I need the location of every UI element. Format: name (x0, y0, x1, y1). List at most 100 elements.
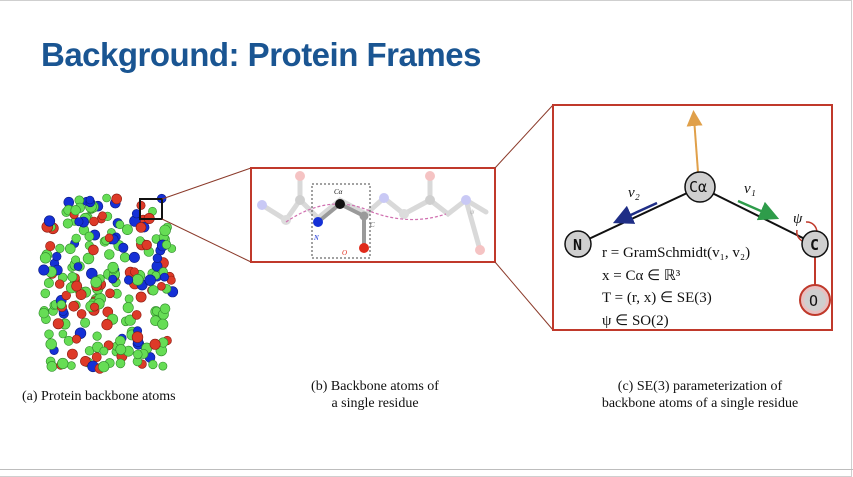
atom-sphere (61, 290, 72, 301)
v1-arrow (737, 199, 780, 221)
atom-sphere (58, 329, 68, 339)
carbonyl-carbon-atom (359, 211, 369, 221)
b-label-psi: ψ (470, 208, 475, 216)
atom-sphere (131, 331, 144, 343)
atom-sphere (88, 244, 99, 256)
atom-sphere (71, 280, 83, 292)
equation-x: x = Cα ∈ ℝ³ (602, 268, 681, 284)
atom-sphere (54, 279, 65, 289)
atom-sphere (43, 215, 56, 227)
atom-sphere (92, 331, 102, 341)
atom-sphere (72, 334, 82, 344)
atom-sphere (75, 289, 87, 300)
atom-sphere (74, 217, 84, 227)
protein-backbone-atoms (38, 193, 179, 374)
atom-sphere (62, 218, 73, 229)
v2-arrow (612, 201, 658, 224)
b-label-n: N (313, 234, 319, 242)
v1-label: v₁ (744, 181, 756, 197)
atom-sphere (91, 352, 102, 362)
atom-sphere (107, 261, 119, 273)
caption-c-line1: (c) SE(3) parameterization of (617, 379, 783, 394)
atom-sphere (161, 240, 172, 250)
atom-sphere (90, 302, 99, 312)
atom-sphere (119, 252, 130, 263)
atom-sphere (158, 361, 168, 371)
atom-sphere (101, 319, 113, 331)
atom-sphere (135, 236, 145, 245)
atom-sphere (68, 300, 79, 312)
atom-sphere (133, 349, 143, 360)
atom-sphere (67, 271, 78, 282)
c-node (801, 230, 829, 258)
b-label-c: C (370, 221, 375, 229)
atom-sphere (141, 239, 152, 251)
zoom-line-ab-top (161, 167, 252, 200)
atom-sphere (98, 361, 110, 373)
atom-sphere (152, 253, 163, 263)
atom-sphere (70, 205, 81, 216)
atom-sphere (144, 274, 156, 286)
atom-sphere (135, 222, 147, 233)
atom-sphere (159, 224, 171, 237)
equation-t: T = (r, x) ∈ SE(3) (602, 290, 712, 306)
n-label: N (573, 236, 582, 254)
zoom-line-bc-bottom (494, 261, 554, 331)
atom-sphere (108, 274, 118, 284)
atom-sphere (73, 262, 83, 271)
b-label-o: O (342, 249, 347, 257)
atom-sphere (115, 344, 127, 355)
atom-sphere (159, 303, 171, 314)
equation-psi: ψ ∈ SO(2) (602, 313, 669, 329)
atom-sphere (104, 249, 115, 260)
atom-sphere (157, 281, 166, 291)
atom-sphere (45, 241, 56, 252)
atom-sphere (80, 317, 91, 328)
c-alpha-label: Cα (689, 178, 707, 196)
panel-c-se3: Cα N C O v₁ v₂ ψ r = GramSchmidt(v₁, v₂)… (552, 104, 833, 331)
atom-sphere (89, 216, 99, 227)
normal-vector-arrow (686, 110, 703, 173)
caption-a: (a) Protein backbone atoms (22, 389, 176, 404)
footer-rule (0, 469, 853, 470)
atom-sphere (118, 242, 129, 253)
atom-sphere (56, 300, 66, 310)
panel-b-residue: Cα N O C ψ (250, 167, 496, 263)
nitrogen-atom (313, 217, 323, 227)
equation-r: r = GramSchmidt(v₁, v₂) (602, 245, 750, 261)
atom-sphere (46, 361, 58, 372)
atom-sphere (111, 193, 122, 205)
atom-sphere (45, 338, 57, 350)
zoom-line-ab-bottom (161, 218, 252, 263)
atom-sphere (135, 291, 147, 303)
atom-sphere (52, 251, 62, 262)
caption-c: (c) SE(3) parameterization of backbone a… (555, 378, 845, 412)
psi-label: ψ (793, 211, 803, 227)
atom-sphere (80, 355, 91, 367)
c-label: C (810, 236, 819, 254)
atom-sphere (148, 359, 158, 370)
atom-sphere (71, 233, 81, 244)
v2-label: v₂ (628, 185, 640, 201)
c-alpha-node (684, 171, 716, 203)
atom-sphere (128, 251, 140, 263)
atom-sphere (102, 193, 111, 203)
atom-sphere (115, 220, 125, 230)
atom-sphere (122, 224, 133, 235)
caption-c-line2: backbone atoms of a single residue (601, 396, 799, 411)
atom-sphere (115, 358, 126, 369)
atom-sphere (157, 318, 169, 330)
atom-sphere (38, 264, 50, 276)
atom-sphere (149, 338, 161, 350)
atom-sphere (99, 346, 109, 356)
atom-sphere (65, 243, 76, 255)
atom-sphere (85, 195, 95, 205)
n-node (564, 230, 592, 258)
atom-sphere (43, 277, 54, 288)
atom-sphere (67, 348, 78, 360)
atom-sphere (76, 309, 87, 319)
atom-sphere (90, 276, 102, 288)
oxygen-atom (359, 243, 369, 253)
atom-sphere (52, 318, 64, 330)
